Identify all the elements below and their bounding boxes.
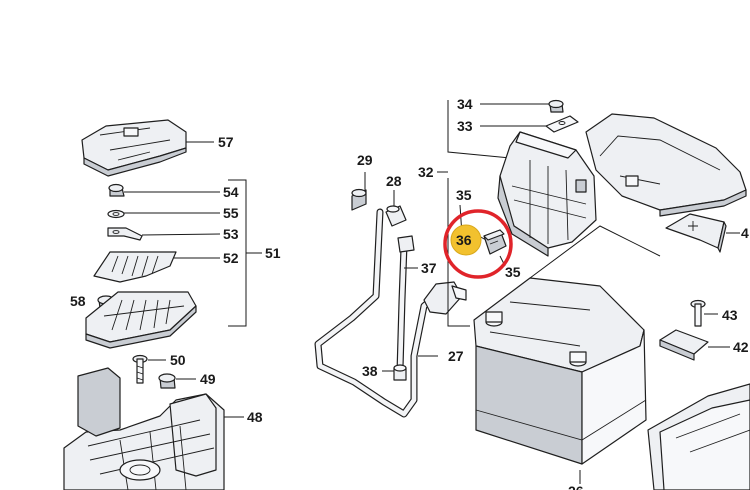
clip-part-33 [545,115,579,133]
fuse-strip-part-52 [93,251,177,283]
cover-part-right [585,113,747,217]
clamp-part-42 [659,329,709,361]
washer-part-55 [107,209,125,219]
callout-29: 29 [357,152,373,168]
cover-part-4 [665,213,727,253]
housing-part-26 [647,383,750,490]
callout-42: 42 [733,339,749,355]
highlight-ring [443,209,513,279]
callout-55: 55 [223,205,239,221]
battery [473,277,647,465]
nut-part-54 [108,183,125,197]
callout-26: 26 [568,483,584,490]
callout-43: 43 [722,307,738,323]
bolt-part-43 [690,299,706,327]
callout-35-upper: 35 [456,187,472,203]
callout-57: 57 [218,134,234,150]
callout-49: 49 [200,371,216,387]
callout-48: 48 [247,409,263,425]
nut-part-34 [548,99,564,113]
nut-part-49 [158,373,176,389]
terminal-part-53 [107,227,143,241]
callout-52: 52 [223,250,239,266]
callout-36: 36 [456,232,472,248]
fuse-box-part-51 [85,291,197,349]
callout-34: 34 [457,96,473,112]
callout-33: 33 [457,118,473,134]
callout-38: 38 [362,363,378,379]
callout-27: 27 [448,348,464,364]
callout-50: 50 [170,352,186,368]
callout-51: 51 [265,245,281,261]
bolt-part-50 [132,354,148,384]
callout-4: 4 [741,225,749,241]
cable-part-27 [314,208,467,418]
callout-58: 58 [70,293,86,309]
cover-part-57 [81,119,187,177]
terminal-part-28 [385,205,407,227]
callout-37: 37 [421,260,437,276]
bolt-part-29 [351,188,367,211]
highlight-callout-36[interactable]: 36 [443,209,513,279]
callout-54: 54 [223,184,239,200]
relay-part-36 [483,229,507,255]
callout-35-lower: 35 [505,264,521,280]
callout-53: 53 [223,226,239,242]
cable-part-37 [396,235,415,374]
holder-part-32 [497,131,597,257]
battery-tray-part-48 [63,367,225,490]
terminal-part-38 [393,364,407,381]
highlight-disc [450,224,482,256]
callout-28: 28 [386,173,402,189]
callout-32: 32 [418,164,434,180]
